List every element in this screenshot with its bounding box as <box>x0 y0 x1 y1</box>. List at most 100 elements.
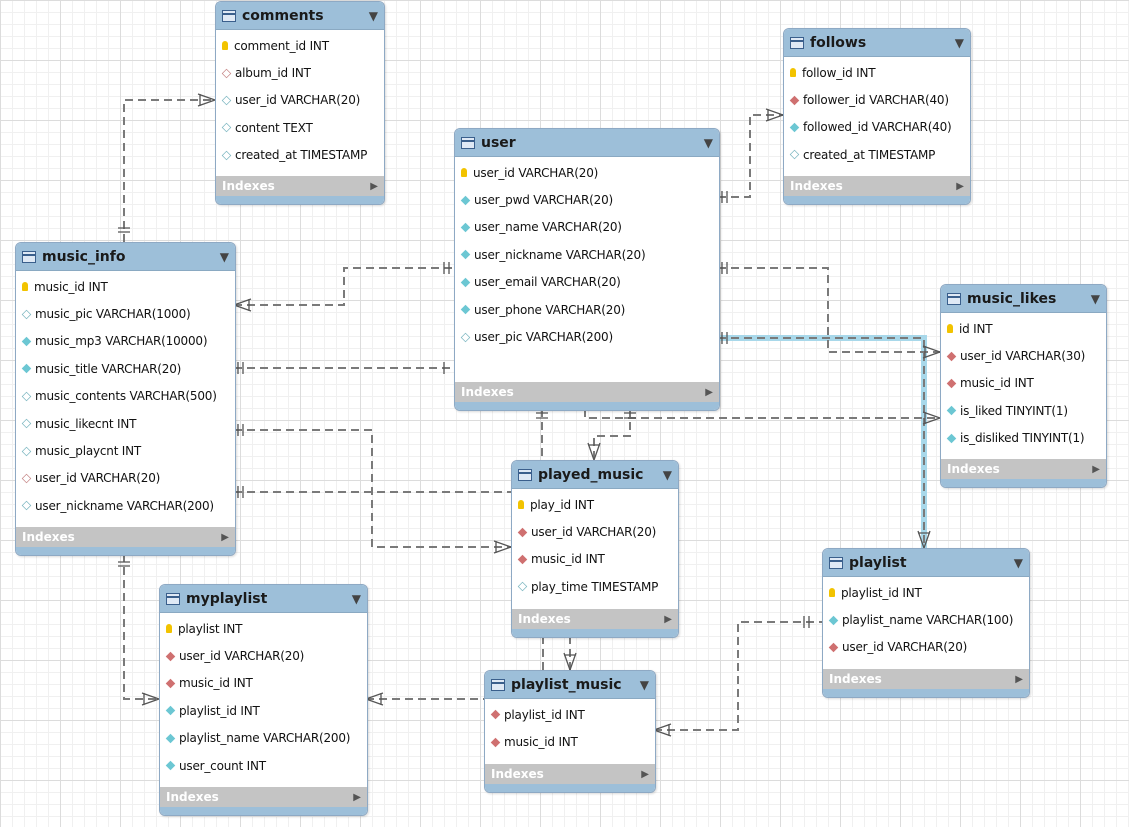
column-row[interactable]: album_id INT <box>216 59 384 86</box>
column-row[interactable]: music_id INT <box>16 273 235 300</box>
nullable-column-icon <box>221 123 232 133</box>
primary-key-icon <box>166 624 172 634</box>
column-row[interactable]: user_id VARCHAR(20) <box>16 465 235 492</box>
column-row[interactable]: play_id INT <box>512 491 678 518</box>
table-header[interactable]: myplaylist▼ <box>160 585 367 613</box>
column-row[interactable]: user_id VARCHAR(20) <box>823 634 1029 661</box>
column-row[interactable]: playlist_name VARCHAR(200) <box>160 725 367 752</box>
table-menu-dropdown-icon[interactable]: ▼ <box>639 677 649 692</box>
column-row[interactable]: music_id INT <box>941 370 1106 397</box>
column-row[interactable]: playlist_name VARCHAR(100) <box>823 606 1029 633</box>
column-row[interactable]: user_nickname VARCHAR(200) <box>16 492 235 519</box>
column-row[interactable]: playlist_id INT <box>160 697 367 724</box>
indexes-section[interactable]: Indexes▶ <box>784 176 970 196</box>
table-menu-dropdown-icon[interactable]: ▼ <box>368 8 378 23</box>
indexes-label: Indexes <box>461 385 514 399</box>
column-row[interactable]: user_id VARCHAR(20) <box>512 518 678 545</box>
table-menu-dropdown-icon[interactable]: ▼ <box>954 35 964 50</box>
column-row[interactable]: follower_id VARCHAR(40) <box>784 86 970 113</box>
table-icon <box>491 678 505 691</box>
column-row[interactable]: user_id VARCHAR(30) <box>941 342 1106 369</box>
column-label: follow_id INT <box>802 65 876 80</box>
column-row[interactable]: music_mp3 VARCHAR(10000) <box>16 328 235 355</box>
indexes-section[interactable]: Indexes▶ <box>512 609 678 629</box>
column-row[interactable]: music_playcnt INT <box>16 437 235 464</box>
column-row[interactable]: user_count INT <box>160 752 367 779</box>
table-header[interactable]: comments▼ <box>216 2 384 30</box>
expand-arrow-icon[interactable]: ▶ <box>664 613 672 625</box>
table-header[interactable]: music_likes▼ <box>941 285 1106 313</box>
column-row[interactable]: user_nickname VARCHAR(20) <box>455 241 719 268</box>
indexes-section[interactable]: Indexes▶ <box>941 459 1106 479</box>
table-menu-dropdown-icon[interactable]: ▼ <box>662 467 672 482</box>
table-menu-dropdown-icon[interactable]: ▼ <box>219 249 229 264</box>
indexes-section[interactable]: Indexes▶ <box>160 787 367 807</box>
column-row[interactable]: playlist_id INT <box>485 701 655 728</box>
table-menu-dropdown-icon[interactable]: ▼ <box>351 591 361 606</box>
column-row[interactable]: music_title VARCHAR(20) <box>16 355 235 382</box>
column-row[interactable]: created_at TIMESTAMP <box>784 141 970 168</box>
column-row[interactable]: user_id VARCHAR(20) <box>455 159 719 186</box>
column-row[interactable]: playlist INT <box>160 615 367 642</box>
table-menu-dropdown-icon[interactable]: ▼ <box>1090 291 1100 306</box>
table-footer <box>160 807 367 815</box>
table-menu-dropdown-icon[interactable]: ▼ <box>703 135 713 150</box>
expand-arrow-icon[interactable]: ▶ <box>353 791 361 803</box>
column-row[interactable]: music_pic VARCHAR(1000) <box>16 300 235 327</box>
table-header[interactable]: follows▼ <box>784 29 970 57</box>
column-row[interactable]: user_id VARCHAR(20) <box>160 642 367 669</box>
column-row[interactable]: user_email VARCHAR(20) <box>455 269 719 296</box>
table-header[interactable]: played_music▼ <box>512 461 678 489</box>
column-row[interactable]: user_pwd VARCHAR(20) <box>455 186 719 213</box>
expand-arrow-icon[interactable]: ▶ <box>370 180 378 192</box>
table-header[interactable]: playlist▼ <box>823 549 1029 577</box>
column-row[interactable]: id INT <box>941 315 1106 342</box>
column-row[interactable]: user_phone VARCHAR(20) <box>455 296 719 323</box>
column-row[interactable]: music_likecnt INT <box>16 410 235 437</box>
table-follows[interactable]: follows▼ follow_id INT follower_id VARCHAR… <box>783 28 971 205</box>
indexes-section[interactable]: Indexes▶ <box>16 527 235 547</box>
table-header[interactable]: playlist_music▼ <box>485 671 655 699</box>
column-row[interactable]: play_time TIMESTAMP <box>512 573 678 600</box>
expand-arrow-icon[interactable]: ▶ <box>221 531 229 543</box>
column-row[interactable]: is_disliked TINYINT(1) <box>941 425 1106 452</box>
column-label: is_disliked TINYINT(1) <box>960 431 1085 446</box>
indexes-section[interactable]: Indexes▶ <box>216 176 384 196</box>
table-menu-dropdown-icon[interactable]: ▼ <box>1013 555 1023 570</box>
primary-key-icon <box>829 588 835 598</box>
indexes-section[interactable]: Indexes ▶ <box>455 382 719 402</box>
expand-arrow-icon[interactable]: ▶ <box>1015 673 1023 685</box>
table-user[interactable]: user▼user_id VARCHAR(20)user_pwd VARCHAR… <box>454 128 720 411</box>
expand-arrow-icon[interactable]: ▶ <box>956 180 964 192</box>
expand-arrow-icon[interactable]: ▶ <box>641 768 649 780</box>
column-row[interactable]: user_pic VARCHAR(200) <box>455 323 719 350</box>
indexes-label: Indexes <box>829 672 882 686</box>
expand-arrow-icon[interactable]: ▶ <box>1092 463 1100 475</box>
primary-key-icon <box>22 282 28 292</box>
column-row[interactable]: user_name VARCHAR(20) <box>455 214 719 241</box>
column-row[interactable]: music_id INT <box>512 546 678 573</box>
column-row[interactable]: music_contents VARCHAR(500) <box>16 383 235 410</box>
column-row[interactable]: music_id INT <box>485 728 655 755</box>
column-row[interactable]: created_at TIMESTAMP <box>216 142 384 169</box>
column-row[interactable]: followed_id VARCHAR(40) <box>784 114 970 141</box>
column-row[interactable]: playlist_id INT <box>823 579 1029 606</box>
column-row[interactable]: music_id INT <box>160 670 367 697</box>
table-header[interactable]: user▼ <box>455 129 719 157</box>
column-row[interactable]: follow_id INT <box>784 59 970 86</box>
table-header[interactable]: music_info▼ <box>16 243 235 271</box>
column-row[interactable]: is_liked TINYINT(1) <box>941 397 1106 424</box>
expand-arrow-icon[interactable]: ▶ <box>705 386 713 398</box>
column-row[interactable]: content TEXT <box>216 114 384 141</box>
column-row[interactable]: user_id VARCHAR(20) <box>216 87 384 114</box>
indexes-section[interactable]: Indexes▶ <box>485 764 655 784</box>
indexes-section[interactable]: Indexes ▶ <box>823 669 1029 689</box>
column-row[interactable]: comment_id INT <box>216 32 384 59</box>
